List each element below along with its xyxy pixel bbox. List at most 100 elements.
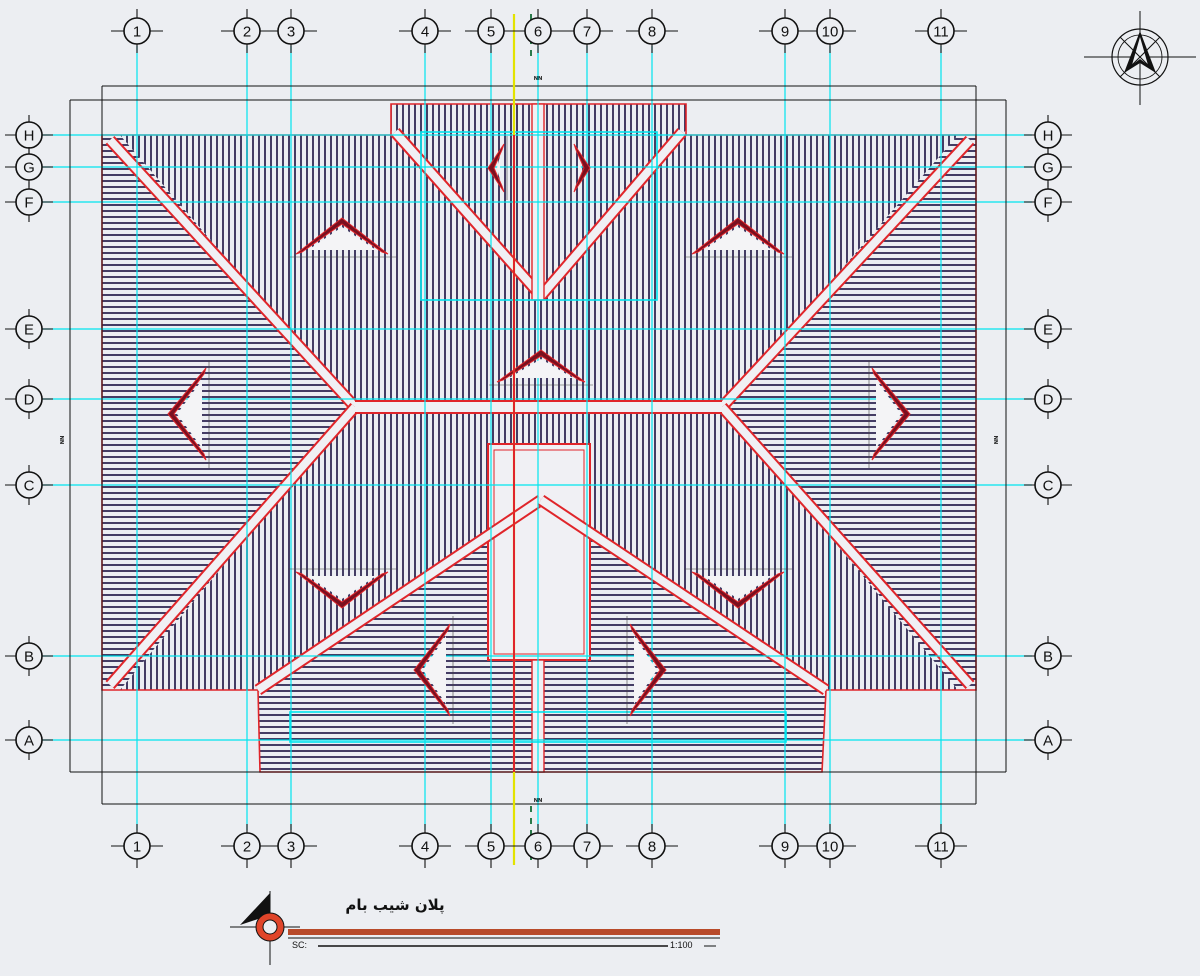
grid-bubble-label: 11 xyxy=(933,839,949,856)
roof-ridges xyxy=(105,103,975,773)
grid-bubble-label: 8 xyxy=(648,839,656,856)
grid-bubble-label: G xyxy=(23,160,35,177)
roof-plane xyxy=(120,135,541,407)
hip-line-fill xyxy=(538,496,829,694)
grid-bubble: 10 xyxy=(804,9,856,53)
grid-bubble: 1 xyxy=(111,824,163,868)
ridge-box xyxy=(487,443,591,661)
grid-bubble-label: 6 xyxy=(534,24,542,41)
grid-bubble: 4 xyxy=(399,824,451,868)
grid-bubble-label: 1 xyxy=(133,839,141,856)
grid-bubble-label: E xyxy=(1043,322,1053,339)
top-dimension-mark: ɴɴ xyxy=(534,75,543,82)
grid-bubble: B xyxy=(5,636,53,676)
roof-plane xyxy=(722,135,976,690)
grid-bubble: 6 xyxy=(512,9,564,53)
grid-bubble-label: 10 xyxy=(822,839,839,856)
grid-bubble: 5 xyxy=(465,9,517,53)
title-marker-icon xyxy=(230,891,300,965)
grid-bubble: A xyxy=(5,720,53,760)
drawing-title: پلان شیب بام xyxy=(345,896,444,915)
grid-bubble-label: 11 xyxy=(933,24,949,41)
grid-bubble: 4 xyxy=(399,9,451,53)
hip-line-fill xyxy=(255,496,544,694)
grid-bubble: G xyxy=(5,147,53,187)
grid-bubble: G xyxy=(1024,147,1072,187)
grid-bubble-label: 4 xyxy=(421,24,429,41)
slope-arrow-icon xyxy=(684,568,792,609)
grid-bubble: F xyxy=(1024,182,1072,222)
ridge-box-inner xyxy=(493,449,585,655)
hip-line-fill xyxy=(719,404,973,688)
grid-bubble: 3 xyxy=(265,9,317,53)
grid-bubble-label: B xyxy=(24,649,34,666)
slope-arrow-icon xyxy=(288,568,396,609)
grid-bubble: C xyxy=(1024,465,1072,505)
grid-bubble: 8 xyxy=(626,9,678,53)
slope-arrow-icon xyxy=(288,217,396,258)
structural-grid-lines xyxy=(42,46,1032,830)
grid-bubble: 11 xyxy=(915,9,967,53)
grid-bubble-label: 9 xyxy=(781,839,789,856)
grid-bubble: A xyxy=(1024,720,1072,760)
grid-bubble-label: C xyxy=(1043,478,1054,495)
left-dimension-mark: ɴɴ xyxy=(59,436,66,445)
grid-bubble: 7 xyxy=(561,9,613,53)
roof-plane xyxy=(102,135,355,690)
grid-bubble: D xyxy=(5,379,53,419)
grid-bubble-label: 3 xyxy=(287,24,295,41)
grid-bubble: 9 xyxy=(759,9,811,53)
grid-bubble: 8 xyxy=(626,824,678,868)
slope-arrow-icon xyxy=(489,349,593,386)
grid-bubble-label: 10 xyxy=(822,24,839,41)
grid-bubble-label: F xyxy=(1043,195,1052,212)
grid-bubble-label: D xyxy=(1043,392,1054,409)
slope-arrows xyxy=(167,136,911,724)
grid-bubble-label: 2 xyxy=(243,839,251,856)
grid-bubble: 2 xyxy=(221,824,273,868)
grid-bubble: 3 xyxy=(265,824,317,868)
grid-bubble-label: 8 xyxy=(648,24,656,41)
grid-bubble: C xyxy=(5,465,53,505)
roof-slope-planes xyxy=(101,103,977,773)
slope-arrow-icon xyxy=(413,616,454,724)
slope-arrow-icon xyxy=(570,136,591,200)
grid-bubble: 6 xyxy=(512,824,564,868)
roof-plane xyxy=(541,135,958,407)
grid-bubble: E xyxy=(1024,309,1072,349)
bottom-dimension-mark: ɴɴ xyxy=(534,797,543,804)
grid-bubble: 9 xyxy=(759,824,811,868)
grid-bubble: 7 xyxy=(561,824,613,868)
grid-bubble: D xyxy=(1024,379,1072,419)
grid-bubble-label: 9 xyxy=(781,24,789,41)
slope-arrow-icon xyxy=(868,360,911,468)
hip-line-fill xyxy=(392,129,544,299)
right-dimension-mark: ɴɴ xyxy=(993,436,1000,445)
grid-bubble-label: 7 xyxy=(583,839,591,856)
grid-bubble-label: C xyxy=(24,478,35,495)
grid-bubble-label: E xyxy=(24,322,34,339)
grid-bubble-label: 5 xyxy=(487,839,495,856)
grid-bubble: F xyxy=(5,182,53,222)
grid-bubble-label: H xyxy=(24,128,35,145)
hip-line-fill xyxy=(106,404,359,688)
grid-bubble-label: H xyxy=(1043,128,1054,145)
north-arrow-icon xyxy=(1084,11,1196,105)
scale-prefix: SC: xyxy=(292,940,307,950)
slope-arrow-icon xyxy=(626,616,667,724)
grid-bubble: 1 xyxy=(111,9,163,53)
grid-bubble-label: 1 xyxy=(133,24,141,41)
grid-bubble-label: 2 xyxy=(243,24,251,41)
inner-frame-top xyxy=(420,131,658,301)
slope-arrow-icon xyxy=(487,136,508,200)
grid-bubble-label: A xyxy=(24,733,34,750)
dimension-lines xyxy=(69,85,1007,805)
hip-line-fill xyxy=(537,129,686,299)
hip-line-fill xyxy=(719,137,973,410)
slope-arrow-icon xyxy=(684,217,792,258)
grid-bubble: H xyxy=(1024,115,1072,155)
grid-bubble-label: F xyxy=(24,195,33,212)
grid-bubble-label: A xyxy=(1043,733,1053,750)
